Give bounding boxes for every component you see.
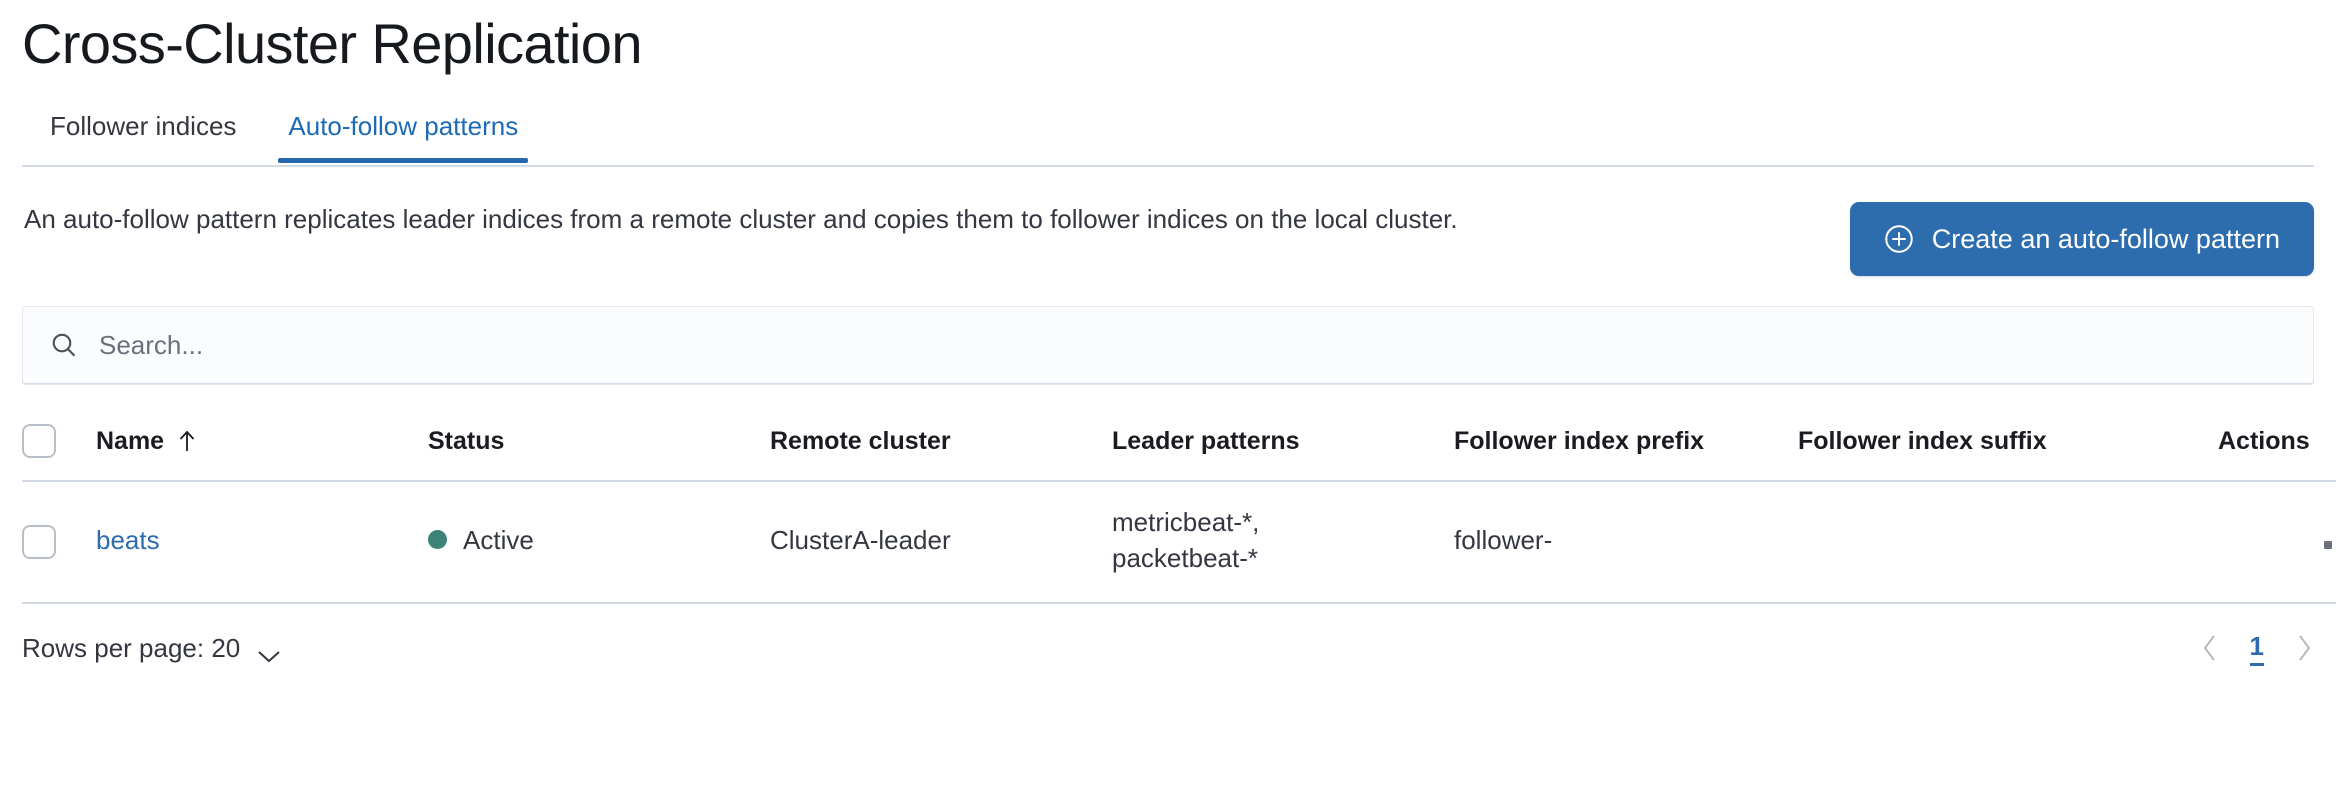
row-checkbox[interactable]	[22, 524, 56, 559]
auto-follow-patterns-table: Name Status Remote cluster Leader patter…	[22, 410, 2336, 604]
cell-actions	[2218, 481, 2336, 604]
cell-follower-index-prefix: follower-	[1454, 481, 1798, 604]
column-header-status[interactable]: Status	[428, 410, 770, 482]
cell-leader-patterns: metricbeat-*, packetbeat-*	[1112, 481, 1454, 604]
tab-bar: Follower indices Auto-follow patterns	[22, 102, 2314, 168]
status-dot-icon	[428, 530, 447, 550]
table-footer: Rows per page: 20 1	[22, 630, 2314, 666]
create-auto-follow-pattern-button[interactable]: Create an auto-follow pattern	[1849, 202, 2314, 276]
column-header-remote-cluster[interactable]: Remote cluster	[770, 410, 1112, 482]
auto-follow-pattern-link[interactable]: beats	[96, 525, 160, 555]
page-title: Cross-Cluster Replication	[22, 12, 642, 75]
table-header-row: Name Status Remote cluster Leader patter…	[22, 410, 2336, 482]
chevron-left-icon[interactable]	[2200, 632, 2220, 664]
row-select-cell	[22, 481, 96, 604]
tab-follower-indices[interactable]: Follower indices	[22, 102, 262, 163]
column-header-follower-index-suffix[interactable]: Follower index suffix	[1798, 410, 2218, 482]
plus-in-circle-icon	[1884, 224, 1914, 254]
cell-remote-cluster: ClusterA-leader	[770, 481, 1112, 604]
intro-description: An auto-follow pattern replicates leader…	[24, 204, 1458, 234]
intro-section: An auto-follow pattern replicates leader…	[22, 198, 2314, 276]
status-label: Active	[463, 524, 534, 555]
chevron-right-icon[interactable]	[2294, 632, 2314, 664]
cell-follower-index-suffix	[1798, 481, 2218, 604]
column-header-name[interactable]: Name	[96, 410, 428, 482]
column-header-name-label: Name	[96, 426, 165, 455]
select-all-header	[22, 410, 96, 482]
tab-auto-follow-patterns[interactable]: Auto-follow patterns	[262, 102, 544, 163]
column-header-leader-patterns[interactable]: Leader patterns	[1112, 410, 1454, 482]
column-header-actions: Actions	[2218, 410, 2336, 482]
create-button-label: Create an auto-follow pattern	[1931, 223, 2280, 254]
column-header-follower-index-prefix[interactable]: Follower index prefix	[1454, 410, 1798, 482]
cell-name: beats	[96, 481, 428, 604]
cell-status: Active	[428, 481, 770, 604]
select-all-checkbox[interactable]	[22, 424, 56, 458]
search-bar[interactable]	[22, 306, 2314, 384]
tab-bar-divider	[22, 165, 2314, 167]
rows-per-page-label: Rows per page: 20	[22, 632, 241, 663]
arrow-up-icon	[176, 429, 198, 453]
search-input[interactable]	[99, 329, 2287, 361]
chevron-down-icon	[256, 640, 282, 663]
pagination: 1	[2200, 630, 2314, 666]
rows-per-page-select[interactable]: Rows per page: 20	[22, 633, 282, 664]
ellipsis-horizontal-icon[interactable]	[2324, 535, 2336, 555]
pagination-page-1[interactable]: 1	[2249, 630, 2264, 666]
table-row: beats Active ClusterA-leader metricbeat-…	[22, 481, 2336, 604]
search-icon	[49, 330, 79, 360]
